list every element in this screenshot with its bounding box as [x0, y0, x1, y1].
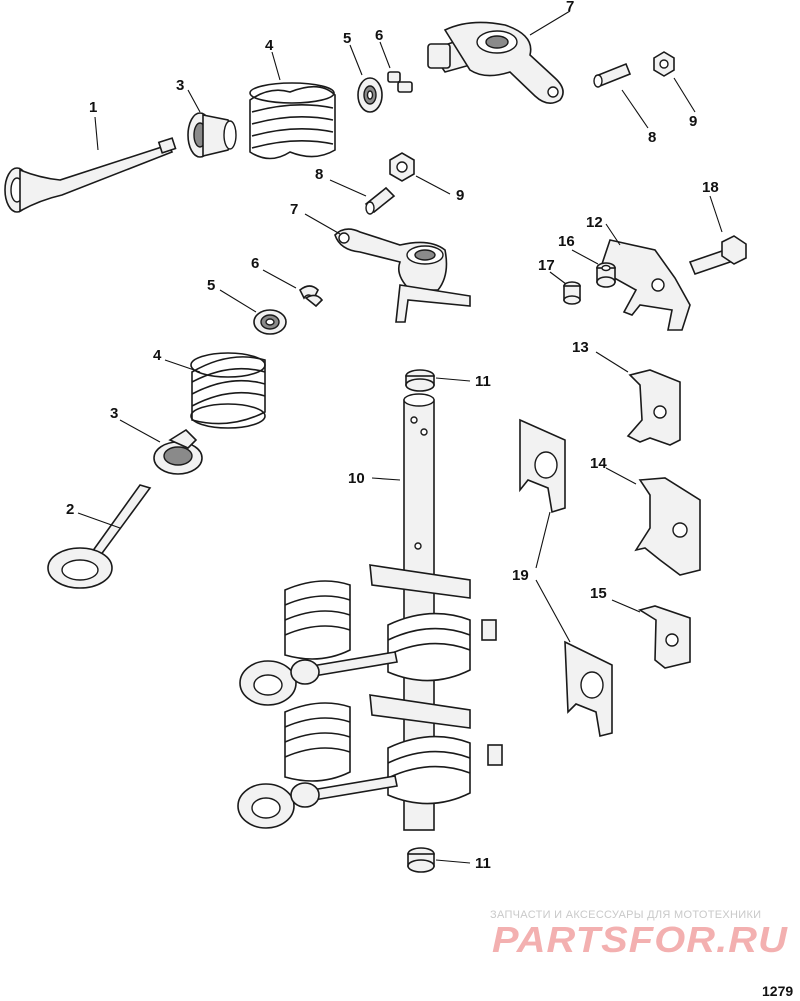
- rocker-shaft-assembly-part: [237, 393, 503, 831]
- valve-long-part: [4, 137, 177, 213]
- bracket-14-part: [634, 477, 701, 576]
- adjusting-screw-top-part: [593, 62, 632, 88]
- callout-14: 14: [590, 455, 607, 472]
- figure-number: 1279: [762, 983, 793, 999]
- callout-18: 18: [702, 179, 719, 196]
- valve-keepers-mid-part: [298, 285, 324, 308]
- callout-9-mid: 9: [456, 187, 464, 204]
- bolt-part: [688, 235, 747, 275]
- watermark-tagline: ЗАПЧАСТИ И АКСЕССУАРЫ ДЛЯ МОТОТЕХНИКИ: [490, 909, 761, 921]
- callout-9-top: 9: [689, 113, 697, 130]
- nut-top-part: [653, 51, 675, 77]
- valve-seal-top-part: [187, 112, 237, 158]
- callout-12: 12: [586, 214, 603, 231]
- callout-4-mid: 4: [153, 347, 162, 364]
- callout-1: 1: [89, 99, 97, 116]
- callout-3-top: 3: [176, 77, 184, 94]
- rocker-arm-top-part: [427, 21, 564, 104]
- plate-19-lower-part: [564, 640, 613, 737]
- adjusting-screw-mid-part: [364, 186, 396, 215]
- pin-part: [563, 281, 581, 305]
- callout-10: 10: [348, 470, 365, 487]
- valve-spring-top-part: [249, 82, 336, 160]
- callout-13: 13: [572, 339, 589, 356]
- bracket-13-part: [626, 369, 681, 446]
- callout-labels: 1 3 4 5 6 7 8 9 8 9 7 6 5 4 3 2 10 11 11…: [66, 0, 719, 872]
- bushing-small-part: [596, 262, 616, 288]
- callout-6-mid: 6: [251, 255, 259, 272]
- callout-5-mid: 5: [207, 277, 215, 294]
- callout-19: 19: [512, 567, 529, 584]
- callout-15: 15: [590, 585, 607, 602]
- rocker-arm-mid-part: [334, 228, 471, 323]
- valve-seal-mid-part: [153, 428, 203, 475]
- nut-mid-part: [389, 152, 415, 182]
- bushing-top-part: [405, 369, 435, 392]
- valve-spring-mid-part: [190, 352, 266, 429]
- leader-lines: [77, 10, 723, 864]
- callout-8-mid: 8: [315, 166, 323, 183]
- spring-retainer-mid-part: [253, 309, 287, 335]
- watermark: ЗАПЧАСТИ И АКСЕССУАРЫ ДЛЯ МОТОТЕХНИКИ PA…: [490, 909, 788, 960]
- callout-5-top: 5: [343, 30, 351, 47]
- bracket-15-part: [638, 605, 691, 669]
- valve-keepers-top-part: [387, 71, 413, 93]
- callout-11-bottom: 11: [475, 855, 491, 872]
- callout-7-top: 7: [566, 0, 574, 15]
- callout-11-top: 11: [475, 373, 491, 390]
- watermark-brand: PARTSFOR.RU: [492, 919, 788, 960]
- callout-4-top: 4: [265, 37, 274, 54]
- bushing-bottom-part: [407, 847, 435, 873]
- spring-retainer-top-part: [357, 77, 383, 113]
- callout-7-mid: 7: [290, 201, 298, 218]
- valve-short-part: [47, 484, 152, 589]
- callout-3-mid: 3: [110, 405, 118, 422]
- callout-2: 2: [66, 501, 74, 518]
- plate-19-upper-part: [519, 418, 566, 514]
- callout-17: 17: [538, 257, 555, 274]
- callout-6-top: 6: [375, 27, 383, 44]
- bracket-plate-part: [599, 239, 691, 331]
- callout-16: 16: [558, 233, 575, 250]
- callout-8-top: 8: [648, 129, 656, 146]
